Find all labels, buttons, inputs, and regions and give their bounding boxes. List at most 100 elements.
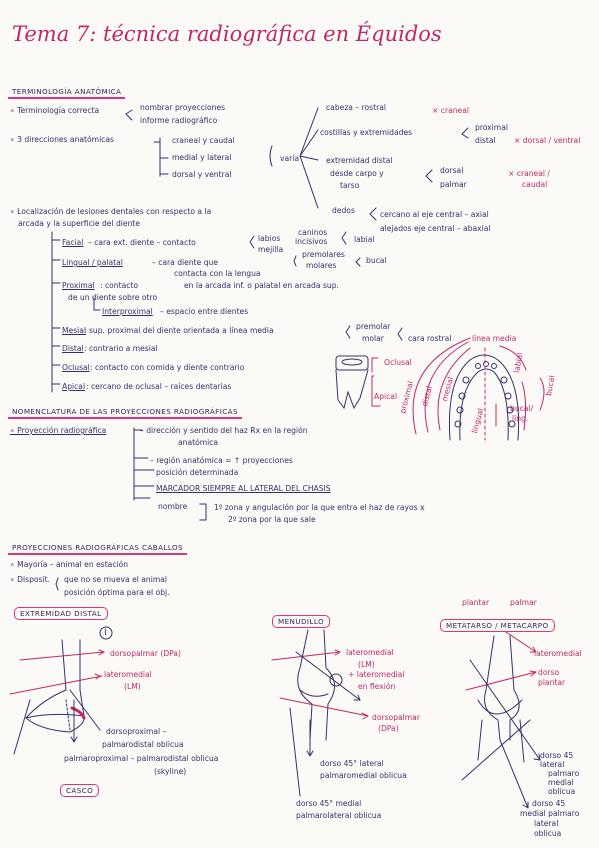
- men-palmarolateral: palmarolateral oblicua: [296, 811, 382, 820]
- proximal-term: Proximal: [62, 281, 95, 290]
- men-lm: (LM): [358, 660, 375, 669]
- metatarsus-drawing: [461, 631, 541, 809]
- header-extremidad-distal: EXTREMIDAD DISTAL: [14, 607, 108, 620]
- extremidad-text: extremidad distal: [326, 156, 393, 165]
- facial-molares: molares: [306, 261, 337, 270]
- caballos-l1: ∘ Mayoría – animal en estación: [10, 560, 129, 569]
- terminologia-line1: ∘ Terminología correcta: [10, 106, 100, 115]
- meta-d45m-4: oblicua: [534, 829, 562, 838]
- page-title: Tema 7: técnica radiográfica en Équidos: [12, 22, 442, 46]
- meta-d45m-3: lateral: [534, 819, 559, 828]
- header-menudillo: MENUDILLO: [272, 615, 331, 628]
- lesion-brackets: [51, 231, 403, 393]
- terminologia-nombrar: nombrar proyecciones: [140, 103, 226, 112]
- lesiones-line2: arcada y la superficie del diente: [18, 219, 141, 228]
- facial-incisivos: incisivos: [295, 237, 328, 246]
- tooth-drawing: [335, 355, 381, 410]
- ext-lateromedial: lateromedial: [104, 670, 152, 679]
- meta-dorso: dorso: [538, 668, 560, 677]
- apical-def: : cercano de oclusal – raíces dentarias: [86, 382, 232, 391]
- facial-caninos: caninos: [298, 228, 328, 237]
- tooth-oclusal-label: Oclusal: [384, 358, 412, 367]
- distal-def: : contrario a mesial: [84, 344, 158, 353]
- facial-mejilla: mejilla: [258, 245, 284, 254]
- costillas-note: × dorsal / ventral: [514, 136, 581, 145]
- facial-term: Facial: [62, 238, 84, 247]
- caballos-l2a: que no se mueva el animal: [64, 575, 168, 584]
- extremidad-note2: caudal: [522, 180, 548, 189]
- nomenclatura-n2: 2º zona por la que sale: [228, 515, 316, 524]
- terminologia-line2: ∘ 3 direcciones anatómicas: [10, 135, 114, 144]
- terminologia-informe: informe radiográfico: [140, 116, 218, 125]
- costillas-text: costillas y extremidades: [320, 128, 413, 137]
- label-casco: CASCO: [60, 784, 100, 797]
- proximal-def3: de un diente sobre otro: [68, 293, 158, 302]
- nomenclatura-brackets: [55, 427, 207, 591]
- header-metatarso: METATARSO / METACARPO: [440, 619, 555, 632]
- extremidad-palmar: palmar: [440, 180, 467, 189]
- extremidad-number: I: [104, 628, 107, 638]
- interproximal-term: Interproximal: [102, 307, 153, 316]
- ext-palmarodistal: palmarodistal oblicua: [102, 740, 184, 749]
- men-dpa: (DPa): [378, 724, 399, 733]
- dir-medial: medial y lateral: [172, 153, 232, 162]
- terminology-brackets: [125, 107, 469, 221]
- dental-arch-drawing: [412, 337, 545, 441]
- section-header-caballos: PROYECCIONES RADIOGRÁFICAS CABALLOS: [8, 542, 188, 555]
- nomenclatura-n1: 1º zona y angulación por la que entra el…: [214, 503, 425, 512]
- men-dorso45lat: dorso 45° lateral: [320, 759, 384, 768]
- fetlock-drawing: [271, 629, 369, 797]
- facial-premolares: premolares: [302, 250, 345, 259]
- meta-lateromedial: lateromedial: [534, 649, 582, 658]
- hoof-drawing: [9, 626, 113, 755]
- costillas-distal: distal: [475, 136, 496, 145]
- ext-lm: (LM): [124, 682, 141, 691]
- meta-d45m-1: dorso 45: [532, 799, 566, 808]
- meta-d45-3: palmaro: [548, 769, 580, 778]
- linea-media-label: línea media: [472, 334, 517, 343]
- lesiones-line1: ∘ Localización de lesiones dentales con …: [10, 207, 212, 216]
- meta-d45m-2: medial palmaro: [520, 809, 580, 818]
- rostral-note: × craneal: [432, 106, 469, 115]
- facial-labios: labios: [258, 234, 281, 243]
- distal-term: Distal: [62, 344, 84, 353]
- arch-bucal2-label: bucal/: [510, 404, 534, 413]
- costillas-proximal: proximal: [475, 123, 508, 132]
- meta-d45-5: oblicua: [548, 787, 576, 796]
- ext-palmaroproximal: palmaroproximal – palmarodistal oblicua: [64, 754, 219, 763]
- ext-dorsopalmar: dorsopalmar (DPa): [110, 649, 182, 658]
- men-dorso45med: dorso 45° medial: [296, 799, 362, 808]
- mesial-cara: cara rostral: [408, 334, 452, 343]
- dedos-abaxial: alejados eje central – abaxial: [380, 224, 491, 233]
- extremidad-tarso: tarso: [340, 181, 360, 190]
- meta-d45-4: medial: [548, 778, 574, 787]
- oclusal-def: : contacto con comida y diente contrario: [90, 363, 245, 372]
- facial-def: – cara ext. diente – contacto: [88, 238, 196, 247]
- nomenclatura-a2b: posición determinada: [156, 468, 239, 477]
- varia-label: varía: [280, 154, 300, 163]
- dir-craneal: craneal y caudal: [172, 136, 235, 145]
- section-header-terminologia: TERMINOLOGÍA ANATÓMICA: [8, 86, 126, 99]
- men-palmaromedial: palmaromedial oblicua: [320, 771, 407, 780]
- meta-d45-2: lateral: [540, 760, 565, 769]
- arch-ling-label: ling.: [512, 414, 529, 423]
- nomenclatura-a1b: anatómica: [178, 438, 219, 447]
- facial-bucal: bucal: [366, 256, 387, 265]
- mesial-def: : sup. proximal del diente orientada a l…: [84, 326, 274, 335]
- men-dorsopalmar: dorsopalmar: [372, 713, 420, 722]
- lingual-def2: contacta con la lengua: [174, 269, 261, 278]
- nomenclatura-a1: – dirección y sentido del haz Rx en la r…: [140, 426, 308, 435]
- tooth-apical-label: Apical: [374, 392, 398, 401]
- lingual-def: – cara diente que: [152, 258, 219, 267]
- oclusal-term: Oclusal: [62, 363, 90, 372]
- mesial-term: Mesial: [62, 326, 87, 335]
- meta-plantar2: plantar: [538, 678, 566, 687]
- apical-term: Apical: [62, 382, 86, 391]
- lingual-term: Lingual / palatal: [62, 258, 123, 267]
- men-flexion1: + lateromedial: [348, 670, 405, 679]
- meta-d45-1: dorso 45: [540, 751, 574, 760]
- extremidad-carpo: desde carpo y: [330, 169, 384, 178]
- proximal-def2: en la arcada inf. o palatal en arcada su…: [184, 281, 339, 290]
